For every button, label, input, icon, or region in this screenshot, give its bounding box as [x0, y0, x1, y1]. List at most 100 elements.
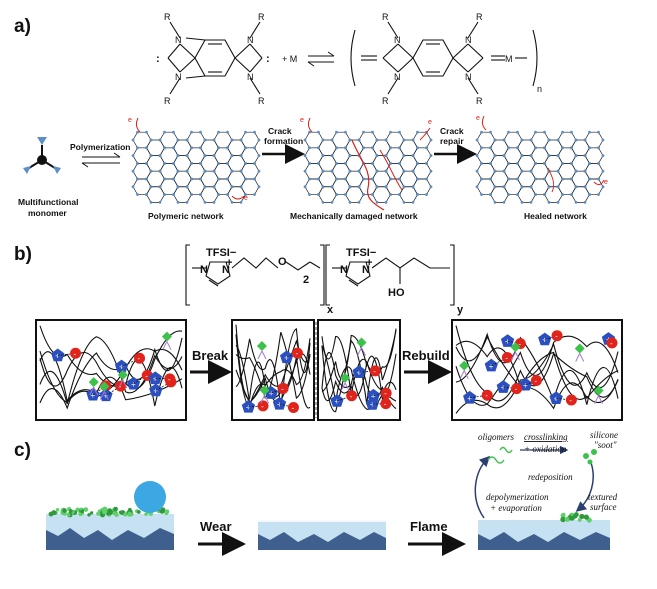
silicone-nanofilament-coating [48, 506, 170, 518]
svg-text:N: N [465, 72, 472, 82]
network-cell [503, 163, 523, 180]
network-node [362, 146, 365, 150]
network-node [398, 161, 401, 165]
network-node [217, 130, 220, 134]
svg-text:-: - [168, 375, 171, 384]
network-node [348, 200, 352, 204]
network-node [402, 169, 406, 173]
network-cell [132, 178, 152, 195]
svg-text:+: + [554, 394, 559, 403]
filament-tuft [113, 506, 118, 512]
network-node [489, 161, 492, 165]
svg-text:-: - [119, 382, 122, 391]
oligomers-label: oligomers [478, 432, 514, 442]
svg-text:-: - [569, 396, 572, 405]
network-node [145, 130, 148, 134]
network-node [131, 154, 135, 157]
network-node [303, 138, 307, 142]
network-node [574, 154, 578, 157]
network-node [402, 154, 406, 157]
network-node [371, 146, 374, 150]
network-node [507, 146, 510, 150]
network-node [502, 185, 506, 189]
network-cell [490, 155, 509, 172]
network-node [547, 200, 551, 204]
network-cell [318, 155, 337, 172]
filament-tuft [80, 509, 85, 514]
cation-marker [86, 387, 100, 401]
svg-text:-: - [145, 371, 148, 380]
network-node [597, 130, 600, 134]
network-node [199, 177, 202, 181]
polymer-chain [39, 337, 183, 410]
network-cell [200, 155, 219, 172]
subscript-two: 2 [303, 274, 309, 286]
subscript-x: x [327, 304, 334, 316]
svg-text:+: + [131, 380, 136, 389]
network-node [547, 138, 551, 142]
anion-marker [501, 352, 513, 364]
network-node [520, 185, 524, 189]
network-node [348, 138, 352, 142]
network-node [561, 193, 564, 196]
network-node [588, 130, 591, 134]
network-node [489, 177, 492, 181]
network-node [475, 154, 479, 157]
network-node [384, 154, 388, 157]
network-cell [517, 186, 536, 203]
network-node [416, 130, 419, 134]
polymer-chain [455, 342, 619, 414]
network-node [357, 169, 361, 173]
network-node [321, 169, 325, 173]
svg-text:N: N [394, 72, 401, 82]
network-node [601, 154, 605, 157]
svg-text:N: N [362, 264, 370, 276]
network-node [507, 193, 510, 196]
crack-formation-label-line2: formation [264, 136, 303, 146]
network-node [308, 177, 311, 181]
network-cell [530, 147, 550, 164]
network-node [429, 169, 433, 173]
cation-marker [148, 371, 162, 385]
network-cell [530, 178, 550, 195]
network-node [475, 185, 479, 189]
network-cell [146, 139, 165, 156]
network-node [185, 185, 189, 189]
filament-tuft [583, 514, 589, 520]
network-cell [318, 186, 337, 203]
network-node [163, 161, 166, 165]
network-node [203, 154, 207, 157]
network-node [384, 200, 388, 204]
healed-crack-line [547, 167, 555, 193]
network-cell [345, 139, 364, 156]
svg-text:-: - [505, 354, 508, 363]
network-node [543, 161, 546, 165]
network-node [425, 161, 428, 165]
network-node [375, 185, 379, 189]
network-node [583, 154, 587, 157]
network-node [429, 185, 433, 189]
healed-network-label: Healed network [524, 211, 587, 221]
network-node [534, 177, 537, 181]
svg-text:+: + [277, 400, 282, 409]
network-node [529, 154, 533, 157]
anion-marker [511, 383, 523, 395]
network-node [411, 185, 415, 189]
cation-marker [366, 388, 381, 402]
svg-text:+: + [269, 389, 274, 398]
network-node [136, 177, 139, 181]
filament-tuft [159, 508, 165, 514]
poly-ionic-liquid-structure: N N + TFSI− O 2 x N N + TFSI− HO y [185, 244, 464, 316]
network-node [597, 193, 600, 196]
network-node [308, 130, 311, 134]
textured-label: textured [588, 492, 618, 502]
network-node [239, 185, 243, 189]
anion-marker [115, 380, 127, 392]
polymeric-network [131, 130, 261, 204]
hydroxyl-marker [593, 385, 604, 396]
network-node [357, 185, 361, 189]
network-cell [132, 163, 152, 180]
network-node [136, 193, 139, 196]
network-cell [213, 131, 233, 149]
polymer-chain [455, 335, 619, 410]
